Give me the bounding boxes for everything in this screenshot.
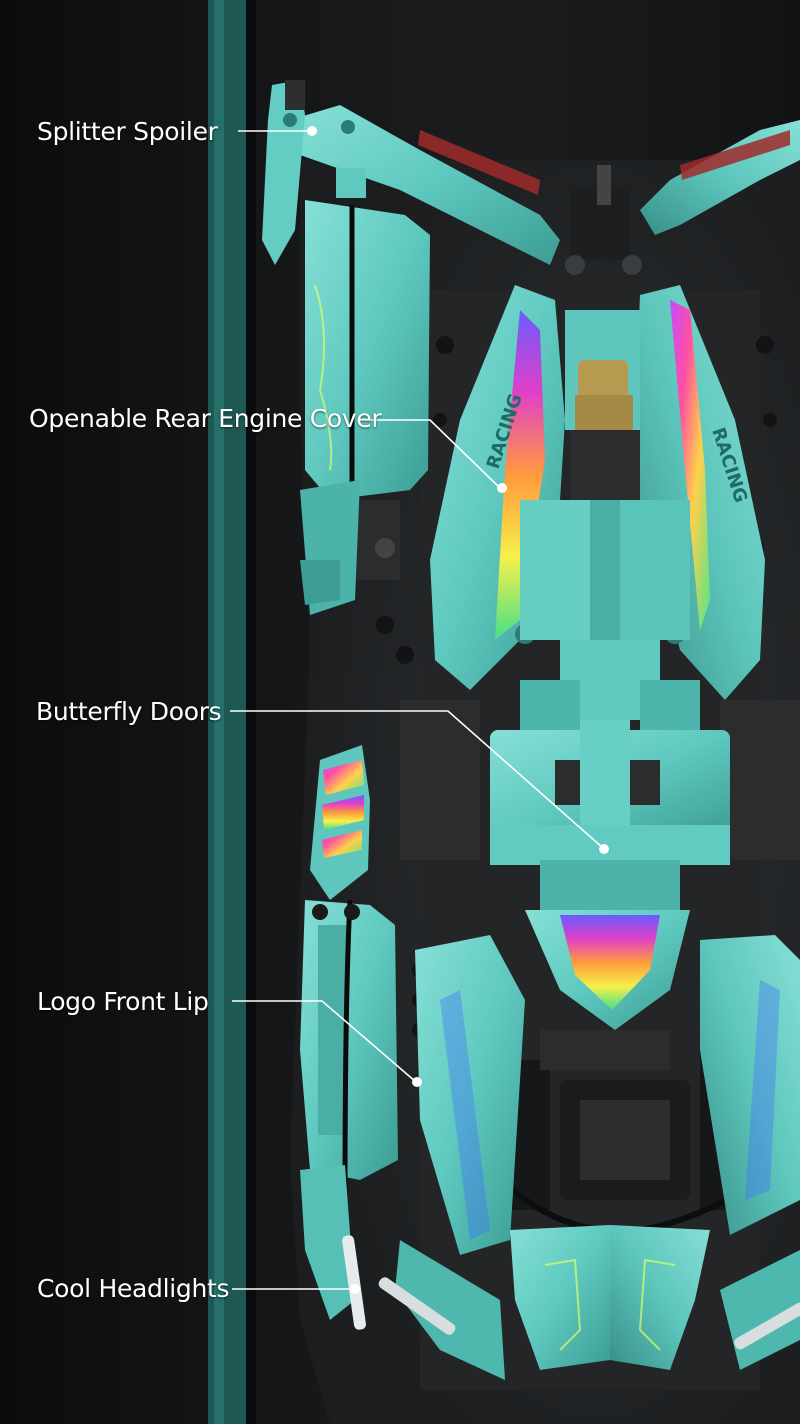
front-fenders: [415, 910, 800, 1255]
callout-label-cool-headlights: Cool Headlights: [37, 1274, 230, 1303]
callout-dot-headlights: [350, 1284, 360, 1294]
front-lip: [300, 1165, 800, 1380]
callout-lines: [230, 130, 604, 1290]
callout-line-engine: [362, 419, 501, 489]
side-pod-lower: [300, 745, 398, 1291]
headlight-pins: [342, 1235, 800, 1350]
callout-label-logo-front-lip: Logo Front Lip: [37, 987, 209, 1016]
callout-dot-doors: [599, 844, 609, 854]
spoiler-assembly: [262, 80, 800, 275]
callout-line-lip: [232, 1000, 417, 1083]
callout-label-splitter-spoiler: Splitter Spoiler: [37, 117, 218, 146]
butterfly-doors: [490, 640, 730, 910]
callout-label-butterfly-doors: Butterfly Doors: [36, 697, 222, 726]
callout-label-rear-engine-cover: Openable Rear Engine Cover: [29, 404, 382, 433]
callout-dot-lip: [412, 1077, 422, 1087]
callout-line-doors: [230, 710, 604, 849]
callout-dot-engine: [497, 483, 507, 493]
callout-dot-splitter: [307, 126, 317, 136]
callout-dots: [307, 126, 609, 1294]
side-pod-upper: [300, 168, 430, 615]
